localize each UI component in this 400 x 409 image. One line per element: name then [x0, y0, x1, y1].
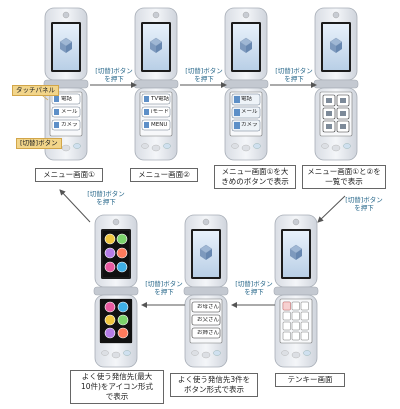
phone-icons: [93, 214, 139, 368]
arrow-7: [59, 189, 91, 223]
caption-contacts-buttons: よく使う発信先3件を ボタン形式で表示: [170, 373, 258, 397]
menu1-item-2[interactable]: カメラ: [61, 121, 78, 128]
switch-button-callout: [切替]ボタン: [16, 138, 62, 149]
caption-menu-list: メニュー画面①と②を 一覧で表示: [302, 165, 386, 189]
arrow-label-2: [切替]ボタン を押下: [185, 67, 223, 83]
menu3-item-2[interactable]: カメラ: [241, 121, 258, 128]
arrow-label-5: [切替]ボタン を押下: [235, 280, 273, 296]
phone-menu2: [133, 7, 179, 161]
caption-contacts-icons: よく使う発信先(最大 10件)をアイコン形式 で表示: [70, 370, 164, 404]
touch-panel-callout: タッチパネル: [12, 85, 59, 96]
phone-menu3: [223, 7, 269, 161]
menu2-item-1[interactable]: iモード: [151, 108, 169, 115]
arrow-label-7: [切替]ボタン を押下: [87, 190, 125, 206]
caption-menu1: メニュー画面①: [35, 168, 103, 182]
menu3-item-1[interactable]: メール: [241, 108, 258, 115]
arrow-label-6: [切替]ボタン を押下: [145, 280, 183, 296]
menu1-item-1[interactable]: メール: [61, 108, 78, 115]
arrow-label-4: [切替]ボタン を押下: [345, 196, 383, 212]
caption-menu2: メニュー画面②: [130, 168, 198, 182]
menu2-item-0[interactable]: TV電話: [151, 95, 169, 102]
menu1-item-0[interactable]: 電話: [61, 95, 73, 102]
arrow-label-3: [切替]ボタン を押下: [275, 67, 313, 83]
contact-button-1[interactable]: お父さん: [197, 316, 220, 323]
contact-button-2[interactable]: お姉さん: [197, 329, 220, 336]
phone-contacts: [183, 214, 229, 368]
phone-grid: [313, 7, 359, 161]
caption-tenkey: テンキー画面: [275, 373, 345, 387]
arrow-4: [317, 195, 346, 223]
menu3-item-0[interactable]: 電話: [241, 95, 253, 102]
arrow-label-1: [切替]ボタン を押下: [95, 67, 133, 83]
phone-tenkey: [273, 214, 319, 368]
phone-menu1: [43, 7, 89, 161]
contact-button-0[interactable]: お母さん: [197, 303, 220, 310]
caption-menu1-large: メニュー画面①を大 きめのボタンで表示: [214, 165, 296, 189]
menu2-item-2[interactable]: MENU: [151, 121, 168, 128]
